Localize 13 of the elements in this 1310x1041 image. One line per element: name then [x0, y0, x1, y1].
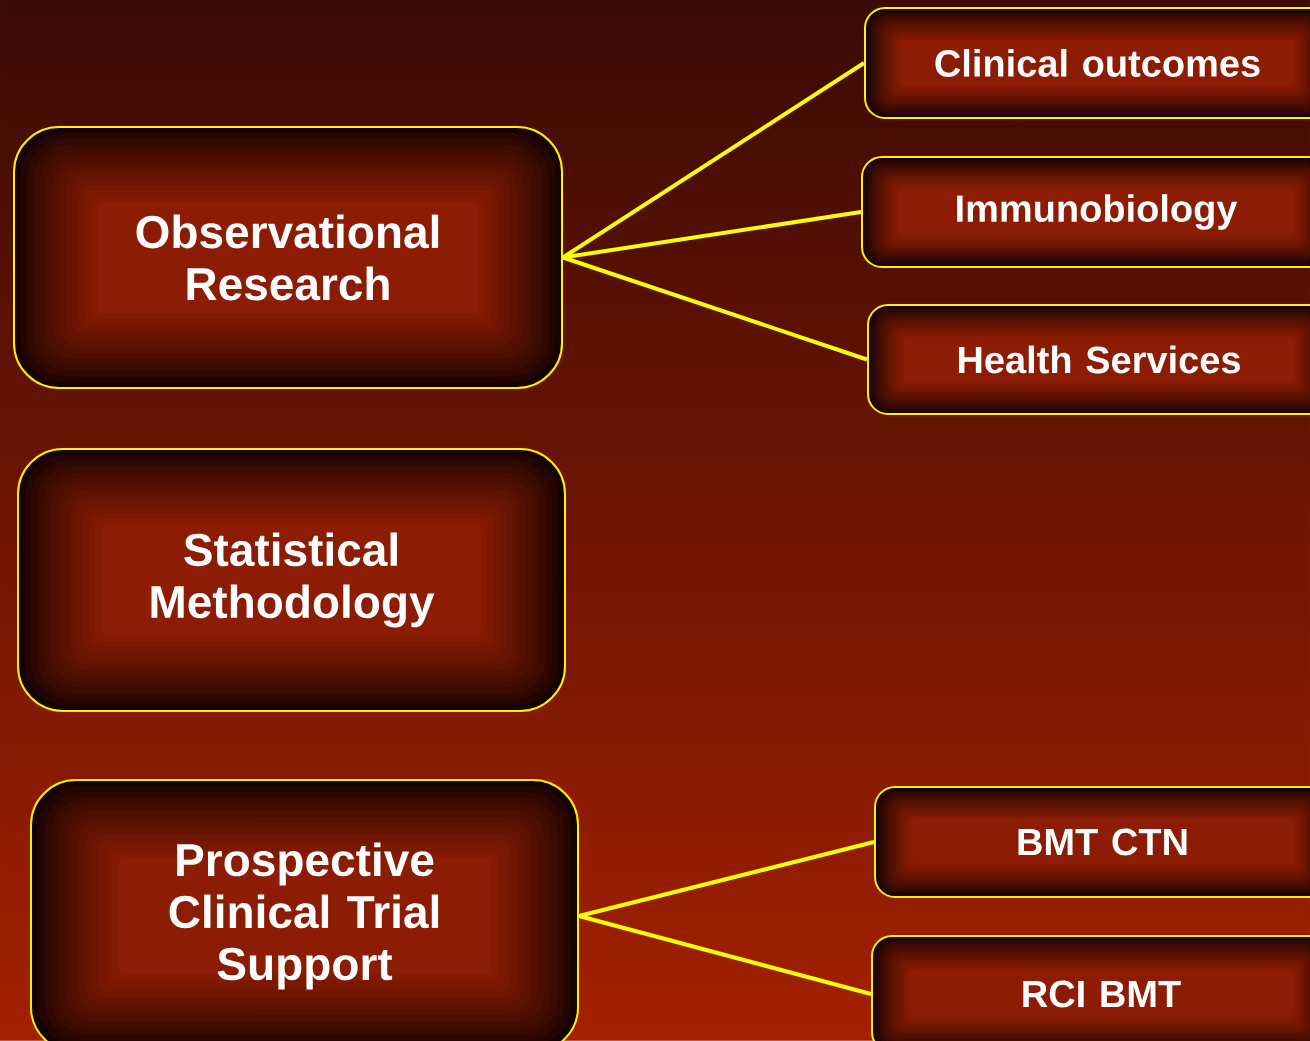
- connector-line: [562, 255, 868, 362]
- process-box: Statistical Methodology: [17, 448, 566, 712]
- connector-line: [578, 914, 872, 996]
- process-box: Prospective Clinical Trial Support: [30, 779, 579, 1041]
- process-box: Observational Research: [13, 126, 563, 389]
- connector-line: [578, 840, 875, 918]
- process-box: Health Services: [867, 304, 1310, 415]
- process-box: BMT CTN: [874, 786, 1310, 898]
- connector-line: [561, 61, 866, 260]
- process-box: Immunobiology: [861, 156, 1310, 268]
- process-box: Clinical outcomes: [864, 7, 1310, 119]
- connector-line: [562, 210, 862, 260]
- process-box: RCI BMT: [871, 935, 1310, 1041]
